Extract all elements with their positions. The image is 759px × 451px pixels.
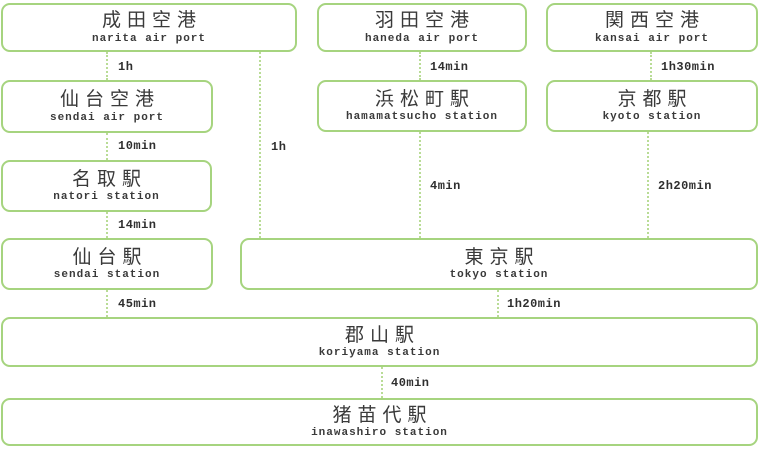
node-sendai-station: 仙台駅 sendai station <box>1 238 213 290</box>
duration-label: 4min <box>430 179 461 193</box>
node-title: 名取駅 <box>71 167 147 190</box>
node-hamamatsucho-station: 浜松町駅 hamamatsucho station <box>317 80 527 132</box>
node-subtitle: sendai station <box>53 269 161 282</box>
node-title: 郡山駅 <box>344 323 420 346</box>
node-title: 仙台空港 <box>59 88 160 111</box>
connector-natori-to-sendai-station <box>106 212 108 238</box>
node-koriyama-station: 郡山駅 koriyama station <box>1 317 758 367</box>
duration-label: 45min <box>118 297 157 311</box>
node-title: 成田空港 <box>101 9 202 32</box>
node-subtitle: narita air port <box>91 32 207 45</box>
node-title: 浜松町駅 <box>374 87 475 110</box>
duration-label: 2h20min <box>658 179 712 193</box>
node-subtitle: tokyo station <box>449 269 549 282</box>
connector-sendai-station-to-koriyama <box>106 290 108 317</box>
node-subtitle: hamamatsucho station <box>345 111 499 124</box>
duration-label: 10min <box>118 139 157 153</box>
connector-narita-to-sendai-airport <box>106 52 108 80</box>
connector-narita-to-tokyo <box>259 52 261 238</box>
node-kansai-airport: 関西空港 kansai air port <box>546 3 758 52</box>
node-subtitle: kyoto station <box>602 111 702 124</box>
node-title: 羽田空港 <box>374 9 475 32</box>
duration-label: 14min <box>118 218 157 232</box>
node-title: 京都駅 <box>617 87 693 110</box>
node-subtitle: natori station <box>53 191 160 204</box>
duration-label: 1h <box>118 60 134 74</box>
connector-hamamatsucho-to-tokyo <box>419 132 421 238</box>
connector-kansai-to-kyoto <box>650 52 652 80</box>
connector-kyoto-to-tokyo <box>647 132 649 238</box>
duration-label: 14min <box>430 60 469 74</box>
node-title: 東京駅 <box>464 245 540 268</box>
node-subtitle: kansai air port <box>594 32 710 45</box>
node-subtitle: inawashiro station <box>311 427 448 440</box>
node-title: 猪苗代駅 <box>332 403 433 426</box>
node-sendai-airport: 仙台空港 sendai air port <box>1 80 213 133</box>
node-title: 関西空港 <box>604 9 705 32</box>
node-kyoto-station: 京都駅 kyoto station <box>546 80 758 132</box>
node-tokyo-station: 東京駅 tokyo station <box>240 238 758 290</box>
node-subtitle: sendai air port <box>49 111 165 124</box>
node-narita-airport: 成田空港 narita air port <box>1 3 297 52</box>
node-haneda-airport: 羽田空港 haneda air port <box>317 3 527 52</box>
connector-koriyama-to-inawashiro <box>381 367 383 398</box>
node-inawashiro-station: 猪苗代駅 inawashiro station <box>1 398 758 446</box>
duration-label: 1h20min <box>507 297 561 311</box>
duration-label: 1h30min <box>661 60 715 74</box>
node-natori-station: 名取駅 natori station <box>1 160 212 212</box>
connector-haneda-to-hamamatsucho <box>419 52 421 80</box>
node-title: 仙台駅 <box>72 245 148 268</box>
connector-tokyo-to-koriyama <box>497 290 499 317</box>
duration-label: 40min <box>391 376 430 390</box>
node-subtitle: koriyama station <box>318 347 441 360</box>
connector-sendai-airport-to-natori <box>106 133 108 160</box>
duration-label: 1h <box>271 140 287 154</box>
node-subtitle: haneda air port <box>364 32 480 45</box>
